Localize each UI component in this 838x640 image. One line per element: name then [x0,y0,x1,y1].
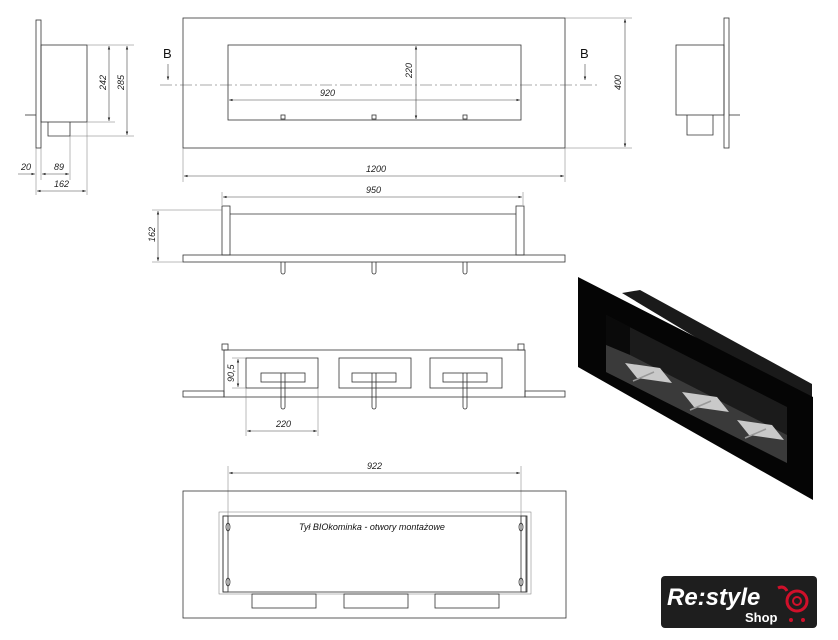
top-view: 950 162 [147,185,566,275]
restyle-shop-logo: Re:style Shop [661,576,817,628]
dim-242: 242 [98,75,108,91]
dim-89: 89 [54,162,64,172]
back-view-note: Tył BIOkominka - otwory montażowe [299,522,445,532]
dim-400: 400 [613,75,623,90]
dim-220-burner: 220 [275,419,291,429]
fireplace-3d-render [578,277,813,500]
dim-1200: 1200 [366,164,386,174]
dim-220-opening: 220 [404,63,414,79]
cart-at-icon [777,585,809,622]
dim-285: 285 [116,74,126,91]
logo-sub: Shop [745,610,778,625]
section-label-left: B [163,46,172,61]
bottom-view: 90,5 220 [182,343,566,436]
section-label-right: B [580,46,589,61]
dim-162: 162 [54,179,69,189]
dim-922: 922 [367,461,382,471]
dim-162-top: 162 [147,227,157,242]
logo-brand: Re:style [667,584,760,611]
dim-20: 20 [20,162,31,172]
dim-950: 950 [366,185,381,195]
left-side-view: 242 285 20 89 162 [18,19,134,195]
dim-90-5: 90,5 [226,363,236,382]
back-view: 922 Tył BIOkominka - otwory montażowe [182,461,567,619]
right-side-view [675,17,740,149]
dim-920: 920 [320,88,335,98]
front-view: B B 220 920 400 1200 [160,17,632,182]
